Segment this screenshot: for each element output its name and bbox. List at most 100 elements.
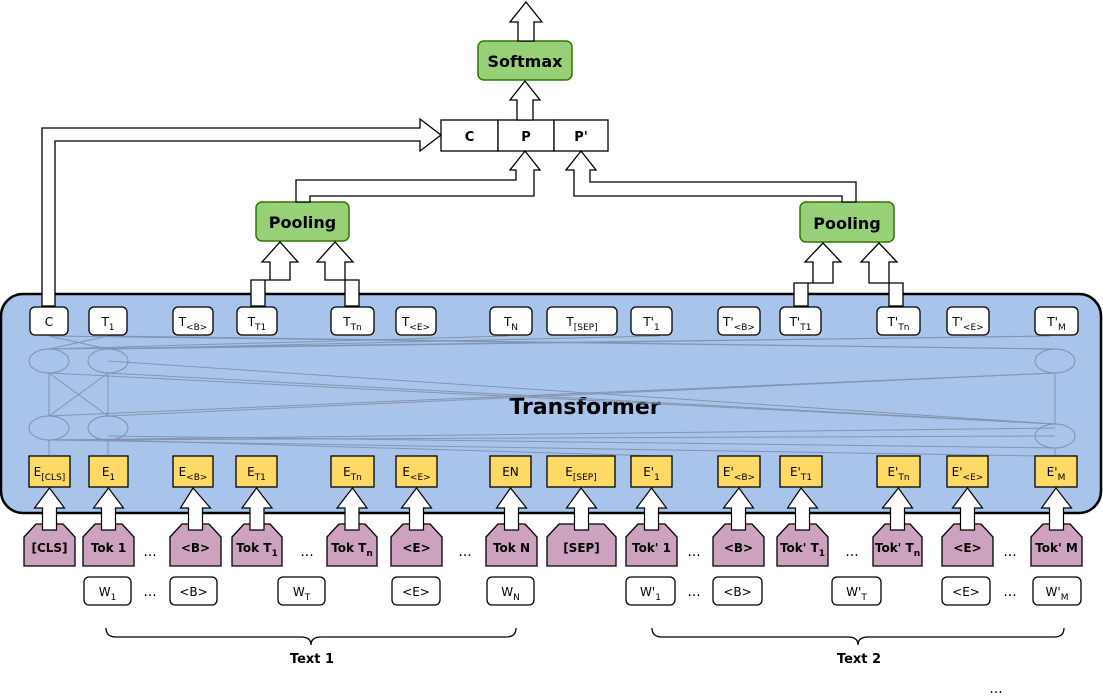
output-label-4: TTn (342, 315, 362, 333)
token-label-7: [SEP] (563, 541, 600, 555)
embedding-label-8: E'1 (643, 465, 660, 483)
token-label-12: <E> (953, 541, 981, 555)
embedding-box-3 (235, 455, 278, 488)
attention-edge-10 (48, 335, 509, 350)
word-label-0: W1 (99, 585, 117, 603)
output-box-10 (779, 306, 822, 336)
embedding-label-9: E'<B> (723, 465, 755, 483)
word-label-3: <E> (402, 585, 430, 599)
token-box-0 (23, 523, 76, 567)
token-label-3: Tok T1 (236, 541, 277, 559)
word-box-9 (1032, 576, 1082, 606)
output-box-9 (717, 306, 761, 336)
token-arrow-11 (881, 486, 914, 531)
attention-edge-3 (48, 372, 109, 417)
output-box-7 (546, 306, 618, 336)
token-label-2: <B> (181, 541, 210, 555)
output-label-6: TN (503, 315, 518, 333)
token-arrow-8 (635, 487, 668, 531)
embedding-label-4: ETn (343, 465, 362, 483)
output-label-0: C (45, 315, 53, 329)
token-arrow-4 (335, 486, 369, 531)
attention-edge-9 (48, 372, 1056, 417)
output-label-7: T[SEP] (565, 315, 597, 333)
token-label-11: Tok' Tn (875, 541, 920, 559)
token-box-5 (390, 523, 443, 567)
attention-edge-20 (48, 439, 1041, 457)
token-arrow-0 (33, 487, 66, 531)
token-arrow-1 (92, 487, 125, 531)
word-label-6: <B> (723, 585, 751, 599)
attention-node-0 (28, 348, 70, 374)
c-to-concat-arrow (41, 117, 443, 307)
ellipsis-1: ... (300, 544, 313, 560)
output-label-1: T1 (100, 315, 114, 333)
embedding-box-6 (489, 455, 532, 488)
output-box-6 (489, 306, 533, 336)
token-label-5: <E> (402, 541, 430, 555)
token-label-4: Tok Tn (331, 541, 373, 559)
word-label-1: <B> (179, 585, 207, 599)
attention-edge-17 (48, 435, 1056, 441)
token-label-0: [CLS] (31, 541, 67, 555)
output-label-10: T'T1 (789, 315, 812, 333)
ellipsis-9: ... (989, 681, 1002, 697)
attention-edge-18 (48, 427, 1056, 441)
softmax-label: Softmax (488, 52, 564, 71)
text1-brace (105, 627, 517, 646)
attention-edge-7 (107, 360, 1056, 425)
token-box-13 (1030, 523, 1083, 567)
attention-node-3 (28, 415, 70, 441)
ellipsis-8: ... (1003, 584, 1016, 600)
concat-p-prime-label: P' (574, 130, 588, 145)
ellipsis-5: ... (1003, 544, 1016, 560)
word-label-5: W'1 (640, 585, 661, 603)
concat-p-prime-cell (553, 119, 609, 152)
token-arrow-3 (240, 486, 274, 531)
pooling-right-label: Pooling (813, 214, 881, 233)
tpt1-to-pooling-arrow (793, 242, 843, 307)
concat-vector: C P P' (440, 119, 609, 152)
embedding-box-9 (717, 455, 761, 488)
output-box-13 (1034, 306, 1079, 336)
embedding-box-4 (330, 455, 375, 488)
token-box-11 (872, 523, 923, 567)
word-box-8 (941, 576, 991, 606)
ellipsis-0: ... (143, 544, 156, 560)
ellipsis-2: ... (458, 544, 471, 560)
token-label-6: Tok N (493, 541, 530, 555)
text1-label: Text 1 (290, 652, 334, 667)
token-box-8 (625, 523, 678, 567)
word-label-8: <E> (952, 585, 980, 599)
token-arrow-12 (951, 487, 984, 531)
embedding-box-7 (546, 455, 616, 488)
embedding-box-11 (876, 455, 921, 488)
tt1-to-pooling-arrow (250, 241, 300, 307)
attention-node-5 (1034, 423, 1076, 449)
word-label-9: W'M (1046, 585, 1069, 603)
output-box-3 (236, 306, 278, 336)
token-arrow-2 (179, 486, 212, 531)
embedding-box-13 (1034, 455, 1078, 488)
token-box-12 (941, 523, 994, 567)
word-label-2: WT (293, 585, 311, 603)
embedding-label-7: E[SEP] (565, 465, 596, 483)
embedding-box-12 (946, 455, 989, 488)
output-box-0 (29, 306, 69, 336)
word-box-1 (169, 576, 218, 606)
embedding-label-1: E1 (102, 465, 115, 483)
embedding-label-2: E<B> (179, 465, 208, 483)
output-label-12: T'<E> (951, 315, 983, 333)
token-arrow-10 (786, 486, 819, 531)
embedding-label-0: E[CLS] (34, 465, 66, 483)
embedding-label-11: E'Tn (887, 465, 909, 483)
token-label-13: Tok' M (1035, 541, 1078, 555)
attention-node-1 (87, 348, 129, 374)
token-arrow-13 (1040, 486, 1073, 531)
output-box-1 (88, 306, 128, 336)
concat-p-label: P (521, 130, 531, 145)
output-label-13: T'M (1046, 315, 1065, 333)
attention-edge-6 (48, 372, 1056, 425)
word-box-0 (83, 576, 132, 606)
